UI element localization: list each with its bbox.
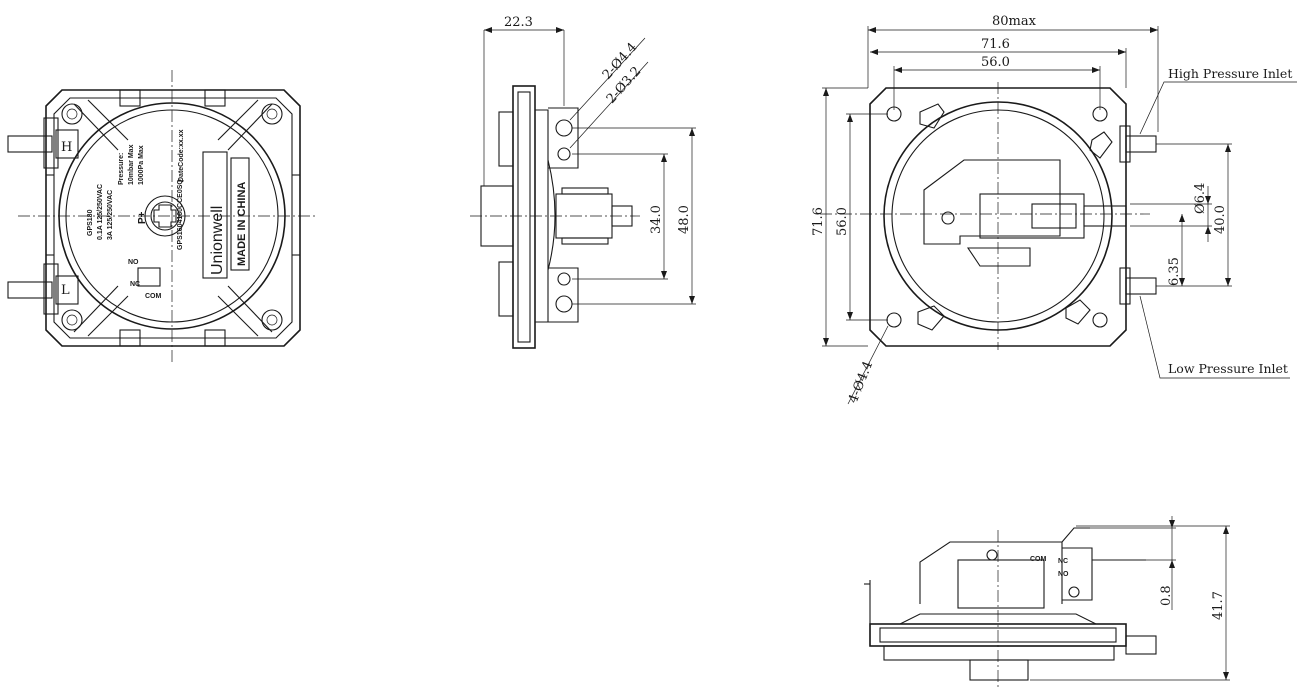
side-view: 22.3 2-Ø4.4 2-Ø3.2 34.0 48.0 (470, 15, 696, 349)
rating-low-text: 0.1A 125/250VAC (97, 184, 104, 240)
bottom-nc-text: NC (1058, 558, 1068, 565)
port-plus-text: P+ (137, 211, 148, 224)
dim-port-offset: 6.35 (1167, 257, 1182, 286)
dim-mount: 56.0 (981, 55, 1010, 70)
dim-height-mount: 56.0 (835, 207, 850, 236)
dim-depth: 22.3 (504, 15, 533, 30)
contact-nc-text: NC (130, 281, 140, 288)
port-h-label: H (61, 140, 72, 155)
top-view: 80max 71.6 56.0 71.6 56.0 40.0 (811, 14, 1297, 405)
pressure-text-2: 10mbar Max (128, 144, 135, 185)
pressure-text-3: 1000Pa Max (138, 145, 145, 185)
model-text: GPS180 (87, 209, 94, 236)
date-code-text: DateCode:xx.xx (178, 129, 185, 182)
high-pressure-label: High Pressure Inlet (1168, 66, 1292, 81)
dim-outer-spacing: 48.0 (677, 205, 692, 234)
dim-inner-spacing: 34.0 (649, 205, 664, 234)
front-view: H L GPS180 0.1A 125/250VAC 3A 125/250VAC… (7, 70, 318, 362)
low-pressure-label: Low Pressure Inlet (1168, 361, 1288, 376)
bottom-no-text: NO (1058, 571, 1069, 578)
dim-mount-holes: 4-Ø4.4 (846, 359, 876, 405)
dim-small: 0.8 (1159, 585, 1174, 606)
bottom-view: COM NC NO 0.8 41.7 (864, 516, 1230, 689)
pressure-text-1: Pressure: (118, 153, 125, 185)
port-l-label: L (61, 283, 70, 298)
dim-port-spacing: 40.0 (1213, 205, 1228, 234)
contact-no-text: NO (128, 259, 139, 266)
origin-text: MADE IN CHINA (236, 182, 248, 266)
dim-total: 41.7 (1211, 591, 1226, 620)
rating-high-text: 3A 125/250VAC (107, 190, 114, 240)
part-number-text: GPS1604160CCE0SQ (177, 179, 184, 250)
dim-height: 71.6 (811, 207, 826, 236)
brand-text: Unionwell (209, 206, 226, 275)
contact-com-text: COM (145, 293, 162, 300)
bottom-com-text: COM (1030, 556, 1047, 563)
product-label: GPS180 0.1A 125/250VAC 3A 125/250VAC Pre… (87, 129, 250, 300)
dim-overall: 80max (992, 14, 1037, 29)
dim-body: 71.6 (981, 37, 1010, 52)
dim-port-dia: Ø6.4 (1193, 183, 1208, 214)
